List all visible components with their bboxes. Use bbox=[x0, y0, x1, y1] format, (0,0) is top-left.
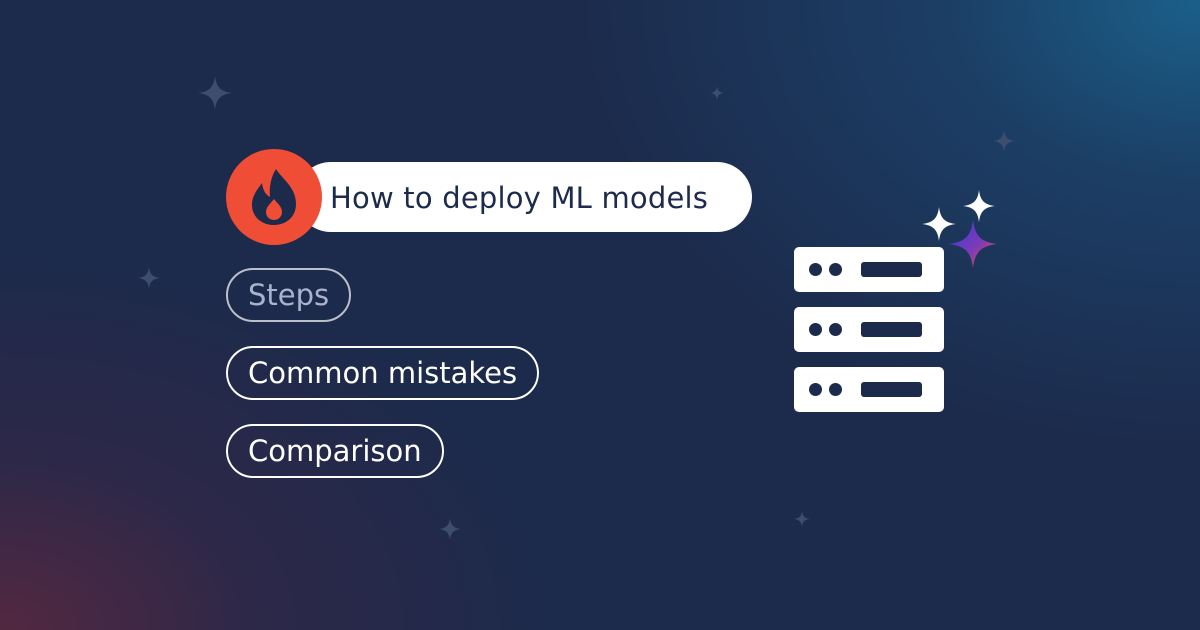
server-unit bbox=[794, 247, 944, 292]
page-title: How to deploy ML models bbox=[330, 181, 709, 215]
server-led bbox=[809, 263, 822, 276]
topic-pill-common-mistakes[interactable]: Common mistakes bbox=[226, 346, 540, 400]
sparkle-icon bbox=[198, 76, 232, 110]
flame-badge bbox=[226, 149, 322, 245]
server-slot bbox=[861, 382, 922, 397]
sparkle-icon bbox=[993, 130, 1015, 152]
server-led bbox=[829, 383, 842, 396]
title-pill bbox=[296, 162, 752, 232]
gradient-sparkle-icon bbox=[949, 220, 997, 268]
sparkle-icon bbox=[138, 267, 160, 289]
server-unit bbox=[794, 367, 944, 412]
server-led bbox=[829, 263, 842, 276]
topic-pill-steps[interactable]: Steps bbox=[226, 268, 352, 322]
sparkle-icon bbox=[922, 207, 956, 241]
server-unit bbox=[794, 307, 944, 352]
server-slot bbox=[861, 322, 922, 337]
server-slot bbox=[861, 262, 922, 277]
sparkle-icon bbox=[794, 511, 810, 527]
sparkle-icon bbox=[963, 190, 995, 222]
sparkle-icon bbox=[710, 86, 724, 100]
sparkle-icon bbox=[439, 518, 461, 540]
server-led bbox=[809, 323, 822, 336]
server-led bbox=[809, 383, 822, 396]
topic-pill-comparison[interactable]: Comparison bbox=[226, 424, 444, 478]
flame-icon bbox=[252, 169, 296, 225]
server-led bbox=[829, 323, 842, 336]
